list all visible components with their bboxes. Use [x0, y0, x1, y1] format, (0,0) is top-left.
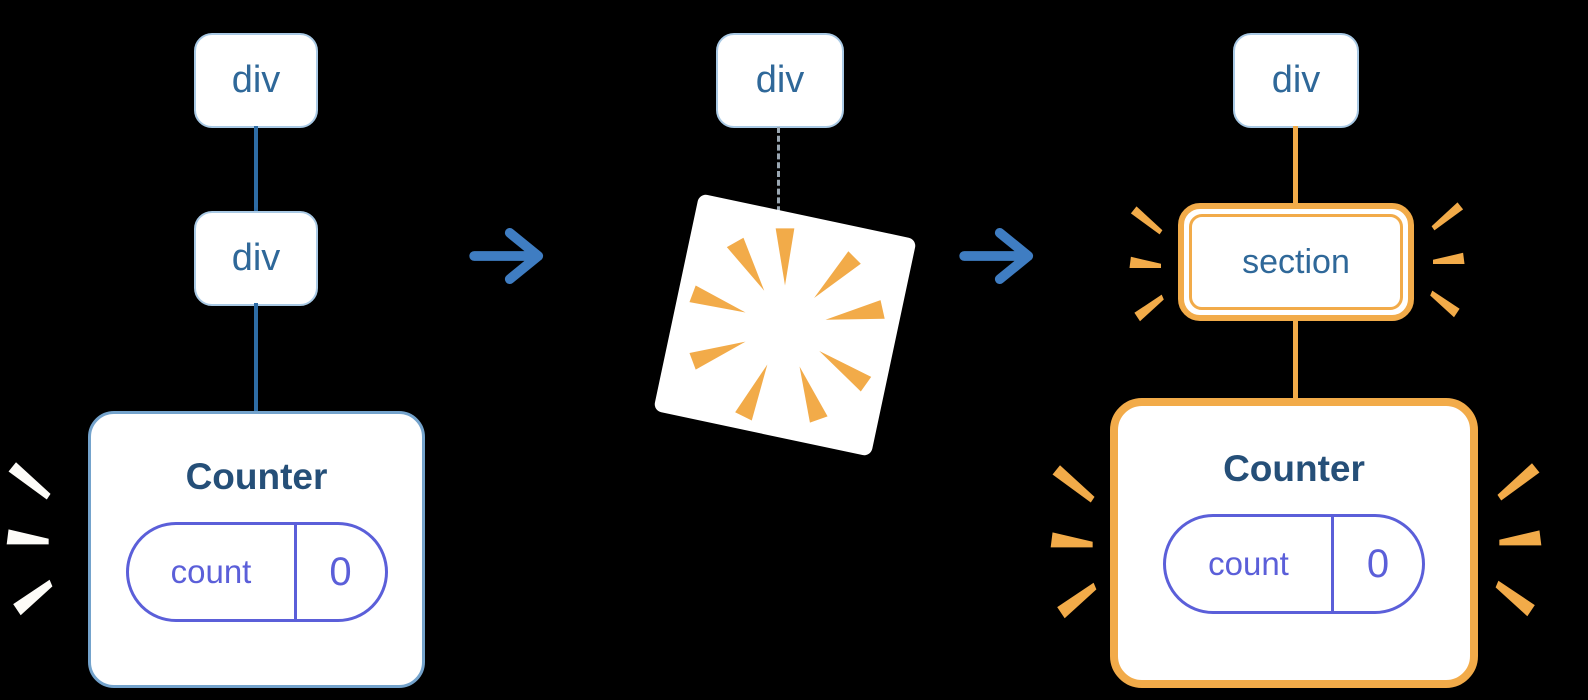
dom-node-div: div: [716, 33, 844, 128]
node-label: section: [1242, 242, 1350, 281]
node-label: div: [755, 59, 805, 101]
counter-component: Counter count 0: [88, 411, 425, 688]
tree-connector: [254, 303, 258, 413]
state-key: count: [1166, 517, 1334, 611]
node-label: div: [231, 59, 281, 101]
tree-connector: [254, 126, 258, 214]
state-value: 0: [329, 549, 352, 594]
section-node: section: [1178, 203, 1414, 321]
node-label: div: [231, 237, 281, 279]
spark-burst-icon: [1050, 465, 1097, 619]
state-key: count: [129, 525, 297, 619]
dashed-connector: [777, 127, 780, 221]
dom-node-div: div: [194, 211, 318, 306]
arrow-right-icon: [959, 228, 1034, 284]
spark-burst-icon: [1495, 463, 1542, 617]
dom-node-div: div: [194, 33, 318, 128]
component-title: Counter: [185, 456, 328, 497]
section-node-inner: section: [1189, 214, 1403, 310]
component-title: Counter: [1223, 448, 1365, 489]
spark-burst-icon: [1129, 206, 1164, 322]
state-pill: count 0: [1163, 514, 1425, 614]
spark-burst-icon: [1430, 202, 1465, 318]
tree-connector: [1293, 318, 1298, 400]
state-value: 0: [1366, 541, 1390, 586]
spark-burst-icon: [6, 462, 53, 616]
tree-connector: [1293, 126, 1298, 206]
node-label: div: [1271, 59, 1321, 101]
poof-icon: [654, 194, 916, 456]
arrow-right-icon: [469, 228, 544, 284]
state-pill: count 0: [125, 522, 388, 622]
counter-component: Counter count 0: [1110, 398, 1478, 688]
dom-node-div: div: [1233, 33, 1359, 128]
